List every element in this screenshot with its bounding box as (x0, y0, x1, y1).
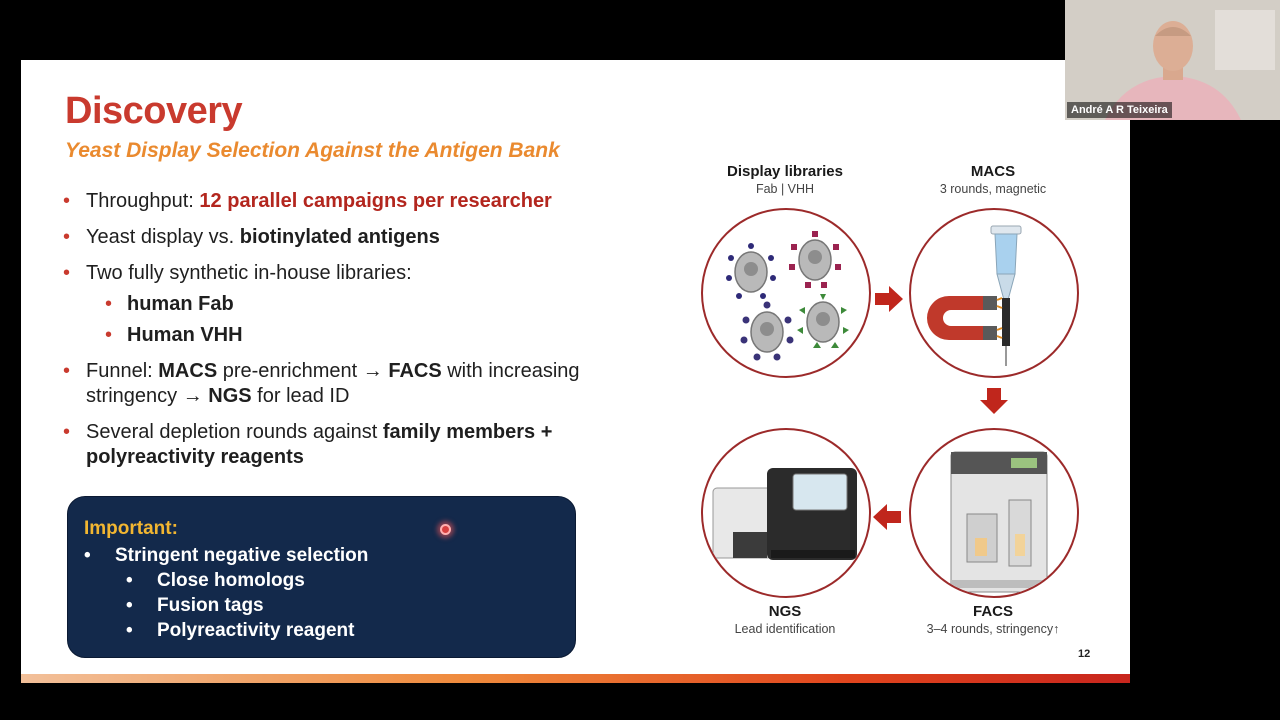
bullet-dot: • (126, 620, 133, 641)
sub-bullet-fab: • human Fab (63, 292, 603, 317)
step-subtitle: 3–4 rounds, stringency↑ (926, 622, 1060, 636)
macs-label: MACS 3 rounds, magnetic (913, 163, 1073, 196)
important-item-text: Stringent negative selection (115, 545, 369, 566)
step-title: FACS (972, 603, 1013, 620)
bullet-yeast-display: • Yeast display vs. biotinylated antigen… (63, 225, 603, 250)
presentation-slide: Discovery Yeast Display Selection Agains… (21, 60, 1130, 683)
bullet-dot: • (105, 324, 113, 346)
arrow-down-icon (980, 388, 1008, 414)
bullet-text: Yeast display vs. (86, 226, 240, 248)
slide-accent-bar (21, 674, 1130, 683)
sequencer-icon (712, 468, 857, 560)
bullet-throughput: • Throughput: 12 parallel campaigns per … (63, 189, 603, 214)
step-title: Display libraries (727, 163, 843, 180)
bullet-highlight: 12 parallel campaigns per researcher (199, 190, 552, 212)
important-subitem-text: Fusion tags (157, 595, 264, 616)
participant-video-tile[interactable]: André A R Teixeira (1065, 0, 1280, 120)
important-subitem-text: Close homologs (157, 570, 305, 591)
bullet-bold: FACS (388, 360, 442, 382)
bullet-text: Throughput: (86, 190, 200, 212)
ngs-label: NGS Lead identification (705, 603, 865, 636)
bullet-bold: biotinylated antigens (239, 226, 440, 248)
bullet-text: with increasing stringency → (86, 360, 580, 407)
important-callout-box: Important: • Stringent negative selectio… (67, 496, 576, 658)
bullet-dot: • (63, 360, 71, 382)
important-subitem: • Fusion tags (84, 593, 575, 618)
step-title: NGS (768, 603, 802, 620)
ngs-circle (701, 428, 871, 598)
bullet-funnel: • Funnel: MACS pre-enrichment → FACS wit… (63, 359, 603, 409)
bullet-text: Two fully synthetic in-house libraries: (86, 262, 412, 284)
bullet-text: pre-enrichment → (217, 360, 389, 382)
step-subtitle: Fab | VHH (755, 182, 815, 196)
sub-bullet-vhh: • Human VHH (63, 323, 603, 348)
bullet-dot: • (126, 570, 133, 591)
bullet-text: Funnel: (86, 360, 159, 382)
bullet-dot: • (63, 190, 71, 212)
important-item: • Stringent negative selection (84, 543, 575, 568)
important-heading: Important: (84, 518, 178, 539)
slide-subtitle: Yeast Display Selection Against the Anti… (65, 139, 560, 162)
facs-circle (909, 428, 1079, 598)
bullet-dot: • (105, 293, 113, 315)
step-subtitle: 3 rounds, magnetic (939, 182, 1047, 196)
arrow-right-icon (875, 286, 903, 312)
macs-circle (909, 208, 1079, 378)
yeast-display-circle (701, 208, 871, 378)
bullet-dot: • (63, 262, 71, 284)
important-subitem: • Close homologs (84, 568, 575, 593)
magnet-column-icon (927, 225, 1022, 366)
laser-pointer-dot (440, 524, 451, 535)
bullet-list: • Throughput: 12 parallel campaigns per … (63, 189, 603, 481)
participant-name-label: André A R Teixeira (1067, 102, 1172, 118)
bullet-depletion: • Several depletion rounds against famil… (63, 420, 603, 470)
yeast-cells-icon (726, 231, 849, 361)
bullet-text: for lead ID (251, 385, 350, 407)
bullet-dot: • (63, 421, 71, 443)
display-libraries-label: Display libraries Fab | VHH (705, 163, 865, 196)
bullet-bold: NGS (208, 385, 252, 407)
bullet-dot: • (126, 595, 133, 616)
participant-video-icon (1065, 0, 1280, 120)
step-subtitle: Lead identification (734, 622, 836, 636)
arrow-left-icon (873, 504, 901, 530)
bullet-text: Several depletion rounds against (86, 421, 383, 443)
important-subitem: • Polyreactivity reagent (84, 618, 575, 643)
step-title: MACS (970, 163, 1016, 180)
page-number: 12 (1078, 648, 1091, 660)
bullet-dot: • (63, 226, 71, 248)
flow-cytometer-icon (950, 451, 1048, 593)
slide-title: Discovery (65, 90, 243, 132)
bullet-libraries: • Two fully synthetic in-house libraries… (63, 261, 603, 286)
bullet-dot: • (84, 545, 91, 566)
bullet-bold: human Fab (127, 293, 234, 315)
bullet-bold: Human VHH (127, 324, 243, 346)
important-subitem-text: Polyreactivity reagent (157, 620, 355, 641)
facs-label: FACS 3–4 rounds, stringency↑ (903, 603, 1083, 636)
bullet-bold: family members + polyreactivity reagents (86, 421, 553, 468)
bullet-bold: MACS (158, 360, 218, 382)
